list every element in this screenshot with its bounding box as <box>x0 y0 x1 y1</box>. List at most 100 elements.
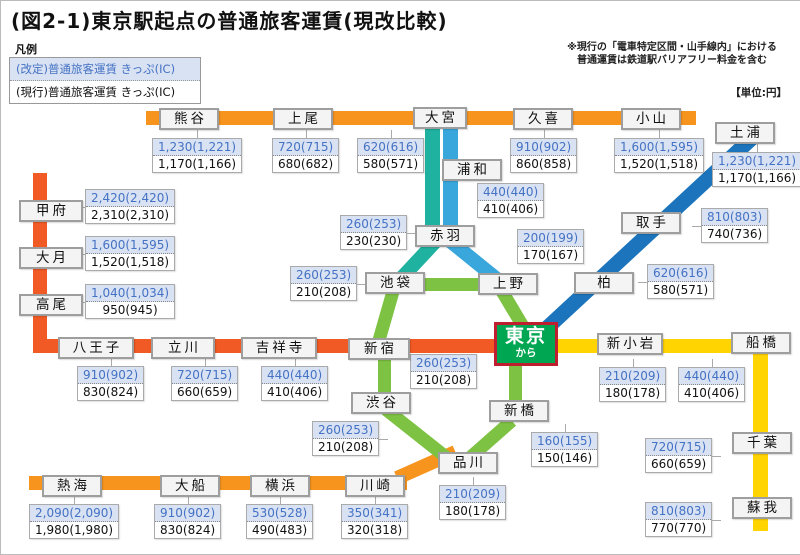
fare-current: 410(406) <box>262 384 328 400</box>
fare-current: 410(406) <box>478 201 544 217</box>
station-toride: 取手 <box>621 212 681 234</box>
fare-omiya: 620(616)580(571) <box>357 130 425 173</box>
footnote-line1: ※現行の「電車特定区間・山手線内」における <box>567 42 777 53</box>
fare-soga: 810(803)770(770) <box>645 502 722 537</box>
station-kuki: 久喜 <box>513 108 573 130</box>
fare-oyama: 1,600(1,595)1,520(1,518) <box>614 130 705 173</box>
yamanote-shimbashi-tokyo <box>509 359 522 409</box>
station-label: 高尾 <box>36 297 69 313</box>
fare-current: 210(208) <box>313 439 379 455</box>
fare-current: 230(230) <box>341 233 407 249</box>
fare-current: 660(659) <box>646 456 712 472</box>
fare-kuki: 910(902)860(858) <box>510 130 578 173</box>
legend-box: (改定)普通旅客運賃 きっぷ(IC) (現行)普通旅客運賃 きっぷ(IC) <box>9 57 201 104</box>
station-ikebukuro: 池袋 <box>365 272 425 294</box>
station-label: 熊谷 <box>174 111 207 127</box>
station-kichijoji: 吉祥寺 <box>241 337 317 359</box>
station-label: 土浦 <box>730 125 763 141</box>
fare-revised: 160(155) <box>532 433 598 450</box>
fare-current: 490(483) <box>247 522 313 538</box>
fare-revised: 260(253) <box>341 216 407 233</box>
station-label: 大船 <box>175 478 208 494</box>
yamanote-shinjuku-shibuya <box>378 356 391 398</box>
fare-urawa: 440(440)410(406) <box>477 183 545 218</box>
station-shinagawa: 品川 <box>438 452 498 474</box>
fare-current: 1,520(1,518) <box>615 156 704 172</box>
station-takao: 高尾 <box>19 294 83 316</box>
station-yokohama: 横浜 <box>250 475 310 497</box>
fare-ageo: 720(715)680(682) <box>272 130 340 173</box>
station-label: 渋谷 <box>366 395 399 411</box>
station-atami: 熱海 <box>42 475 102 497</box>
fare-revised: 210(209) <box>440 486 506 503</box>
fare-revised: 260(253) <box>291 267 357 284</box>
omiya-akabane-teal-line <box>425 127 440 231</box>
fare-yokohama: 530(528)490(483) <box>246 496 314 539</box>
fare-revised: 530(528) <box>247 505 313 522</box>
fare-atami: 2,090(2,090)1,980(1,980) <box>29 496 120 539</box>
origin-name: 東京 <box>504 325 547 347</box>
station-urawa: 浦和 <box>442 159 502 181</box>
fare-current: 660(659) <box>172 384 238 400</box>
fare-revised: 720(715) <box>172 367 238 384</box>
station-label: 大月 <box>36 250 69 266</box>
fare-otsuki: 1,600(1,595)1,520(1,518) <box>75 236 176 271</box>
station-tokyo-origin: 東京 から <box>494 322 558 366</box>
station-otsuki: 大月 <box>19 247 83 269</box>
station-label: 熱海 <box>57 478 90 494</box>
fare-akabane: 260(253)230(230) <box>340 215 417 250</box>
station-funabashi: 船橋 <box>731 332 791 354</box>
origin-suffix: から <box>515 347 537 359</box>
station-label: 赤羽 <box>430 228 463 244</box>
fare-kofu: 2,420(2,420)2,310(2,310) <box>75 189 176 224</box>
fare-funabashi: 440(440)410(406) <box>678 359 746 402</box>
fare-toride: 810(803)740(736) <box>691 208 769 243</box>
station-ueno: 上野 <box>478 273 538 295</box>
fare-revised: 620(616) <box>358 139 424 156</box>
fare-revised: 910(902) <box>155 505 221 522</box>
fare-current: 410(406) <box>679 385 745 401</box>
fare-current: 580(571) <box>648 282 714 298</box>
station-soga: 蘇我 <box>732 497 792 519</box>
station-label: 横浜 <box>265 478 298 494</box>
station-kashiwa: 柏 <box>574 272 634 294</box>
station-ofuna: 大船 <box>160 475 220 497</box>
fare-revised: 1,600(1,595) <box>86 237 175 254</box>
station-label: 取手 <box>636 215 669 231</box>
fare-current: 1,170(1,166) <box>153 156 242 172</box>
station-shibuya: 渋谷 <box>351 392 411 414</box>
fare-shibuya: 260(253)210(208) <box>312 421 389 456</box>
station-label: 小山 <box>636 111 669 127</box>
fare-current: 170(167) <box>518 247 584 263</box>
station-tachikawa: 立川 <box>151 337 215 359</box>
fare-current: 1,170(1,166) <box>713 170 800 186</box>
fare-ofuna: 910(902)830(824) <box>154 496 222 539</box>
station-label: 浦和 <box>457 162 490 178</box>
station-chiba: 千葉 <box>732 432 792 454</box>
station-label: 上尾 <box>288 111 321 127</box>
station-kawasaki: 川崎 <box>345 475 405 497</box>
fare-revised: 910(902) <box>78 367 144 384</box>
fare-current: 1,980(1,980) <box>30 522 119 538</box>
fare-current: 580(571) <box>358 156 424 172</box>
fare-tsuchiura: 1,230(1,221)1,170(1,166) <box>712 144 800 187</box>
footnote-line2: 普通運賃は鉄道駅バリアフリー料金を含む <box>577 55 767 66</box>
fare-revised: 1,600(1,595) <box>615 139 704 156</box>
fare-tachikawa: 720(715)660(659) <box>171 358 239 401</box>
fare-kichijoji: 440(440)410(406) <box>261 358 329 401</box>
fare-revised: 620(616) <box>648 265 714 282</box>
station-label: 上野 <box>493 276 526 292</box>
fare-ikebukuro: 260(253)210(208) <box>290 266 367 301</box>
station-shinkoiwa: 新小岩 <box>597 333 663 355</box>
station-label: 新宿 <box>364 341 397 357</box>
fare-revised: 260(253) <box>313 422 379 439</box>
station-label: 甲府 <box>36 203 69 219</box>
station-label: 品川 <box>453 455 486 471</box>
fare-revised: 350(341) <box>342 505 408 522</box>
station-label: 船橋 <box>746 335 779 351</box>
fare-revised: 1,230(1,221) <box>153 139 242 156</box>
station-label: 吉祥寺 <box>255 340 306 356</box>
fare-current: 1,520(1,518) <box>86 254 175 270</box>
station-kofu: 甲府 <box>19 200 83 222</box>
station-oyama: 小山 <box>621 108 681 130</box>
